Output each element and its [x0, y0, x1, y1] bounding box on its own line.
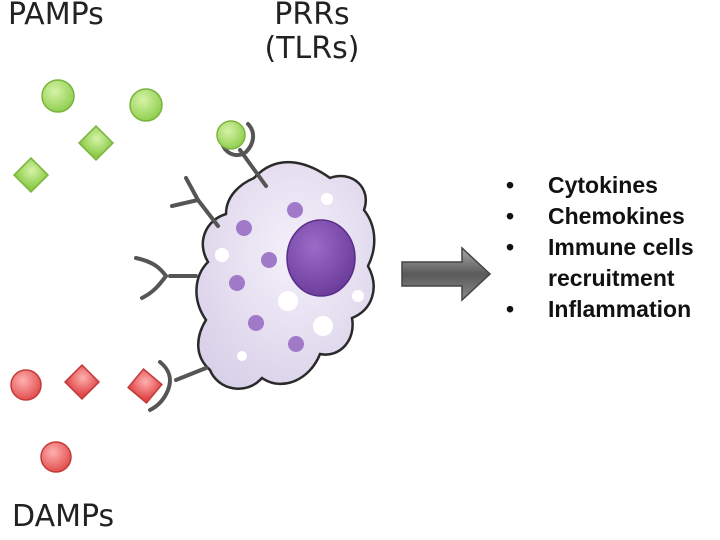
outcome-list: • Cytokines • Chemokines • Immune cells rec…	[506, 170, 694, 325]
granule	[278, 291, 298, 311]
outcome-item: • Immune cells	[506, 232, 694, 263]
response-arrow	[401, 246, 492, 302]
pamp-diamond	[12, 156, 50, 194]
granule	[236, 220, 252, 236]
outcome-text: Immune cells	[548, 234, 694, 260]
outcome-text: recruitment	[548, 265, 675, 291]
damp-circle	[40, 441, 72, 473]
receptor-top	[238, 148, 268, 188]
outcome-item: • Cytokines	[506, 170, 694, 201]
outcome-item: • Chemokines	[506, 201, 694, 232]
receptor-middle-left-arms	[134, 256, 169, 300]
outcome-text: Chemokines	[548, 203, 685, 229]
granule	[313, 316, 333, 336]
prrs-label: PRRs (TLRs)	[252, 0, 372, 66]
granule	[321, 193, 333, 205]
damp-diamond	[63, 363, 101, 401]
granule	[229, 275, 245, 291]
bullet-icon: •	[506, 172, 515, 198]
granule	[287, 202, 303, 218]
pamp-diamond	[77, 124, 115, 162]
pamps-label: PAMPs	[8, 0, 104, 32]
outcome-text: Cytokines	[548, 172, 658, 198]
granule	[215, 248, 229, 262]
cell-nucleus	[286, 219, 356, 297]
outcome-item-continuation: recruitment	[506, 263, 694, 294]
prrs-label-line2: (TLRs)	[264, 31, 360, 66]
receptor-upper-left	[196, 198, 220, 228]
granule	[237, 351, 247, 361]
receptor-upper-left-arms	[170, 176, 202, 208]
outcome-item: • Inflammation	[506, 294, 694, 325]
granules	[215, 193, 364, 361]
bullet-icon: •	[506, 203, 515, 229]
bullet-icon: •	[506, 234, 515, 260]
pamp-circle	[41, 79, 75, 113]
granule	[288, 336, 304, 352]
receptor-lower-arms	[148, 360, 172, 412]
bound-pamp	[216, 120, 246, 150]
outcome-text: Inflammation	[548, 296, 692, 322]
prrs-label-line1: PRRs	[274, 0, 350, 32]
damp-circle	[10, 369, 42, 401]
bound-damp	[127, 368, 163, 404]
pamp-circle	[129, 88, 163, 122]
damps-label: DAMPs	[12, 499, 115, 534]
bullet-icon: •	[506, 296, 515, 322]
granule	[248, 315, 264, 331]
granule	[261, 252, 277, 268]
receptor-lower	[174, 366, 208, 382]
granule	[352, 290, 364, 302]
